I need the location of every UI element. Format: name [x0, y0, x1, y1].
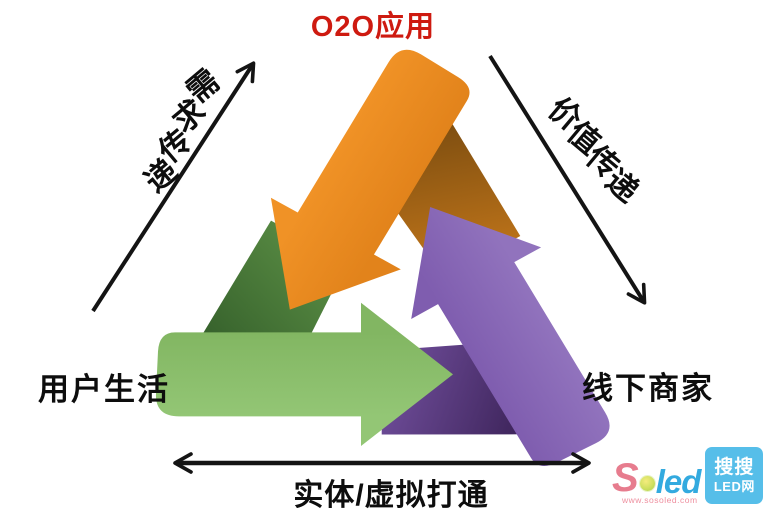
logo-letter-s: S — [612, 456, 639, 500]
badge-top-text: 搜搜 — [714, 456, 755, 478]
right-edge-label: 价 值 传 递 — [542, 91, 645, 210]
green-arrow — [155, 302, 453, 446]
offline-merchant-label: 线下商家 — [582, 371, 714, 406]
demand-arrow-line — [91, 61, 256, 313]
soled-wordmark: S led www.sosoled.com — [612, 451, 702, 505]
logo-letters-led: led — [655, 463, 702, 500]
badge-bottom-text: LED网 — [713, 478, 755, 494]
sosoled-badge: 搜搜 LED网 — [705, 447, 764, 504]
user-life-label: 用户生活 — [38, 372, 170, 407]
logo-url: www.sosoled.com — [622, 495, 698, 505]
bottom-edge-label: 实体/虚拟打通 — [293, 479, 489, 512]
diagram-title: O2O应用 — [310, 11, 436, 43]
left-edge-label: 需 求 传 递 — [138, 63, 226, 200]
purple-arrow — [411, 207, 610, 466]
cycle-ribbon-group — [155, 49, 610, 466]
soled-logo: S led www.sosoled.com 搜搜 LED网 — [612, 447, 768, 509]
lightbulb-icon — [639, 476, 655, 491]
value-arrow-line — [488, 54, 647, 305]
orange-arrow — [270, 49, 470, 310]
